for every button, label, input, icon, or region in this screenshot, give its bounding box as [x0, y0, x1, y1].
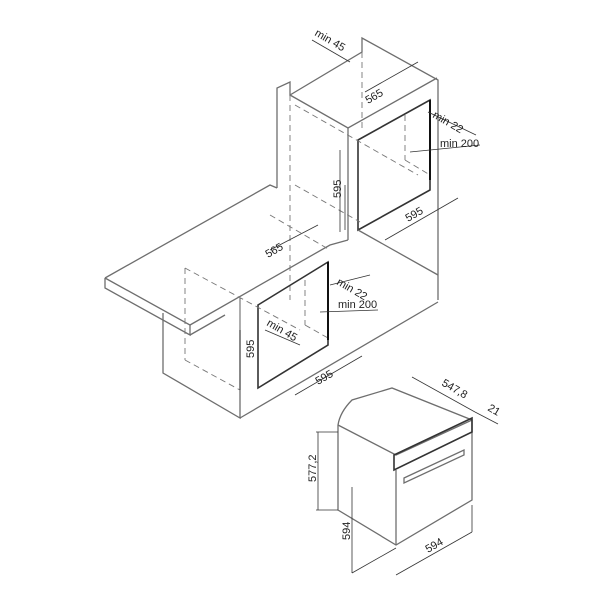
tall-height-label: 595: [332, 180, 344, 198]
oven-body-height-label: 577,2: [307, 454, 319, 482]
base-width-label: 595: [314, 368, 336, 388]
oven-depth-label: 547,8: [440, 377, 470, 401]
tall-width-label: 595: [404, 205, 426, 225]
oven-door-label: 21: [486, 402, 503, 419]
tall-depth-label: 565: [364, 87, 386, 107]
base-height-label: 595: [245, 340, 257, 358]
tall-cabinet: [276, 36, 439, 300]
oven: [316, 376, 499, 576]
base-min200-label: min 200: [338, 299, 377, 311]
base-cabinet: [162, 214, 439, 420]
tall-min22-label: min 22: [431, 109, 466, 136]
oven-height-label: 594: [341, 522, 353, 540]
tall-min200-label: min 200: [440, 138, 479, 150]
oven-width-label: 594: [424, 536, 446, 556]
countertop: [104, 184, 349, 337]
base-min45-label: min 45: [265, 317, 300, 344]
dimension-lines: [239, 39, 481, 396]
